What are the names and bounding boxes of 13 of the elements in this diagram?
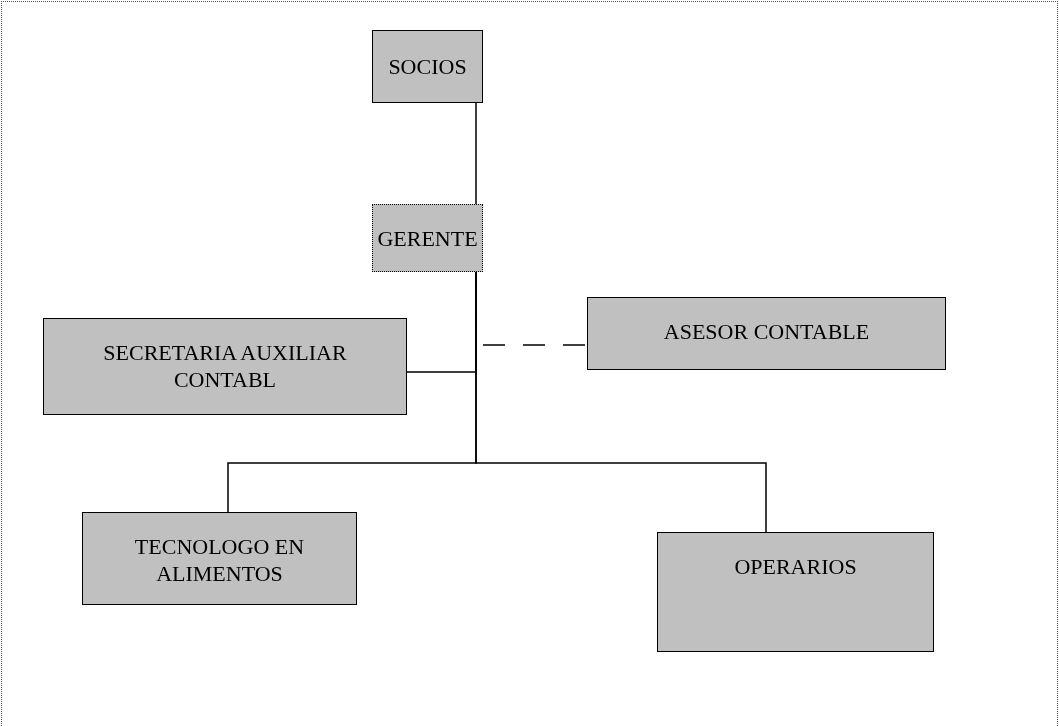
role-label: SECRETARIA AUXILIAR CONTABL	[102, 339, 348, 393]
org-box	[372, 204, 483, 272]
org-box	[82, 512, 357, 605]
role-label: ASESOR CONTABLE	[663, 318, 870, 345]
org-box	[587, 297, 946, 370]
role-label: SOCIOS	[388, 53, 467, 80]
role-label: OPERARIOS	[734, 553, 857, 580]
org-box	[43, 318, 407, 415]
org-box	[657, 532, 934, 652]
role-label: GERENTE	[377, 224, 478, 252]
org-box	[372, 30, 483, 103]
role-label: TECNOLOGO EN ALIMENTOS	[133, 533, 306, 587]
connector-line	[475, 102, 477, 205]
